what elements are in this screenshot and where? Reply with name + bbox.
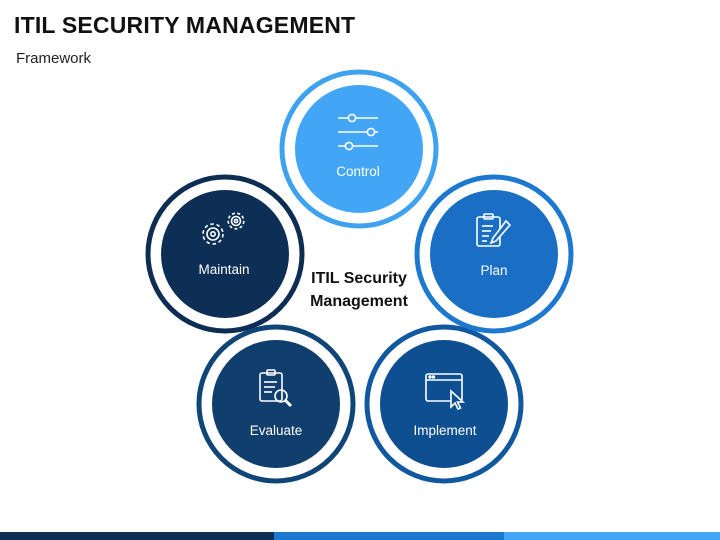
node-plan-disc (430, 190, 558, 318)
slide-title: ITIL SECURITY MANAGEMENT (14, 12, 356, 38)
node-control-label: Control (336, 164, 380, 179)
slide-subtitle: Framework (16, 50, 92, 67)
node-implement-label: Implement (413, 423, 476, 438)
bottom-bar-segment-dark (0, 532, 274, 540)
node-evaluate-label: Evaluate (250, 423, 303, 438)
node-control-ring (279, 69, 439, 229)
node-implement[interactable]: Implement (364, 324, 524, 484)
node-implement-ring (364, 324, 524, 484)
node-plan-label: Plan (480, 263, 507, 278)
node-evaluate-ring (196, 324, 356, 484)
node-evaluate[interactable]: Evaluate (196, 324, 356, 484)
bottom-accent-bar (0, 532, 720, 540)
node-maintain-label: Maintain (198, 262, 249, 277)
bottom-bar-segment-light (503, 532, 720, 540)
node-maintain-ring (145, 174, 305, 334)
node-maintain[interactable]: Maintain (145, 174, 305, 334)
report-magnifier-icon (259, 369, 293, 408)
node-plan[interactable]: Plan (414, 174, 574, 334)
center-label-line2: Management (310, 293, 408, 310)
node-plan-ring (414, 174, 574, 334)
node-control-disc (295, 85, 423, 213)
node-control[interactable]: Control (279, 69, 439, 229)
browser-cursor-icon (425, 373, 466, 411)
center-label-line1: ITIL Security (311, 270, 407, 287)
clipboard-pencil-icon (476, 213, 512, 247)
sliders-icon (338, 113, 378, 151)
node-maintain-disc (161, 190, 289, 318)
bottom-bar-segment-mid (273, 532, 504, 540)
gears-icon (202, 212, 245, 245)
node-evaluate-disc (212, 340, 340, 468)
node-implement-disc (380, 340, 508, 468)
